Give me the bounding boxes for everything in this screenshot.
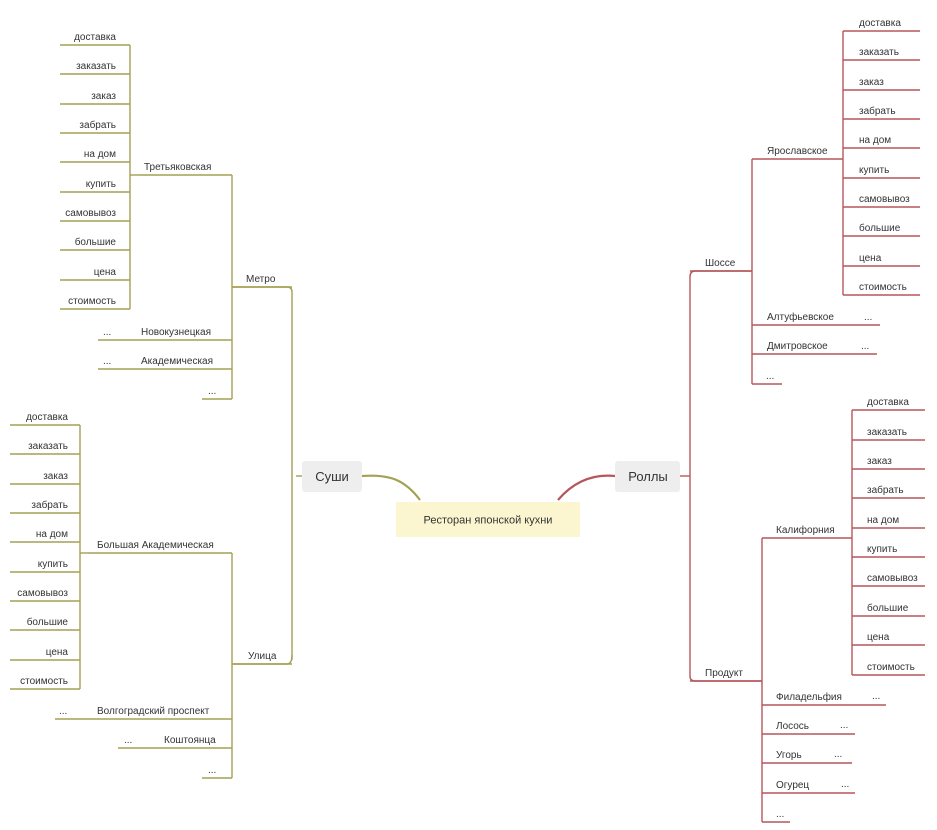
leaf-tretyak-0[interactable]: доставка [74,32,116,43]
node-highway[interactable]: Шоссе [705,258,736,269]
ugor-dots[interactable]: ... [834,749,842,760]
leaf-yaros-5[interactable]: купить [859,165,889,176]
losos-dots[interactable]: ... [840,720,848,731]
leaf-calif-8[interactable]: цена [867,632,890,643]
leaf-calif-5[interactable]: купить [867,544,897,555]
leaf-calif-6[interactable]: самовывоз [867,573,918,584]
leaf-yaros-6[interactable]: самовывоз [859,194,910,205]
leaf-tretyak-9[interactable]: стоимость [68,296,116,307]
node-ogurets[interactable]: Огурец [776,780,809,791]
leaf-bolshaya-2[interactable]: заказ [43,471,68,482]
node-volgogradsky[interactable]: Волгоградский проспект [97,706,210,717]
node-yaroslavskoe[interactable]: Ярославское [767,146,828,157]
leaf-tretyak-7[interactable]: большие [75,236,117,248]
edge-root-sushi [361,474,421,501]
leaf-tretyak-3[interactable]: забрать [79,119,116,131]
leaf-bolshaya-6[interactable]: самовывоз [17,588,68,599]
connector-lines [10,30,925,823]
node-novokuznetskaya[interactable]: Новокузнецкая [141,327,211,338]
koshtoyantsa-dots[interactable]: ... [124,735,132,746]
leaf-yaros-1[interactable]: заказать [859,47,899,58]
leaf-yaros-8[interactable]: цена [859,253,882,264]
node-dmitrovskoe[interactable]: Дмитровское [767,341,828,352]
leaf-tretyak-1[interactable]: заказать [76,61,116,72]
volgogradsky-dots[interactable]: ... [59,706,67,717]
node-ugor[interactable]: Угорь [776,750,802,761]
node-metro-more[interactable]: ... [208,386,216,397]
root-label: Ресторан японской кухни [424,515,553,527]
node-akademicheskaya[interactable]: Академическая [141,356,213,367]
leaf-calif-2[interactable]: заказ [867,456,892,467]
node-highway-more[interactable]: ... [766,371,774,382]
leaf-tretyak-6[interactable]: самовывоз [65,208,116,219]
leaf-yaros-3[interactable]: забрать [859,105,896,117]
node-street[interactable]: Улица [248,651,277,662]
dmitrovskoe-dots[interactable]: ... [861,341,869,352]
leaf-bolshaya-0[interactable]: доставка [26,412,68,423]
main-label-sushi: Суши [315,469,349,484]
main-node-sushi[interactable]: Суши [302,461,362,492]
node-california[interactable]: Калифорния [776,524,835,536]
leaf-yaros-0[interactable]: доставка [859,18,901,29]
altufevskoe-dots[interactable]: ... [864,312,872,323]
main-label-rolls: Роллы [628,469,668,484]
ogurets-dots[interactable]: ... [841,779,849,790]
node-bolshaya-akademicheskaya[interactable]: Большая Академическая [97,540,214,551]
leaf-calif-9[interactable]: стоимость [867,662,915,673]
node-philadelphia[interactable]: Филадельфия [776,691,842,703]
leaf-bolshaya-3[interactable]: забрать [31,499,68,511]
philadelphia-dots[interactable]: ... [872,691,880,702]
leaf-calif-0[interactable]: доставка [867,397,909,408]
edge-root-rolls [557,474,616,501]
leaf-bolshaya-7[interactable]: большие [27,616,69,628]
leaf-bolshaya-4[interactable]: на дом [36,529,68,540]
node-product-more[interactable]: ... [776,809,784,820]
root-node[interactable]: Ресторан японской кухни [396,502,580,537]
leaf-bolshaya-9[interactable]: стоимость [20,676,68,687]
leaf-calif-4[interactable]: на дом [867,515,899,526]
node-metro[interactable]: Метро [246,274,276,285]
leaf-bolshaya-8[interactable]: цена [46,647,69,658]
leaf-tretyak-8[interactable]: цена [94,267,117,278]
node-altufevskoe[interactable]: Алтуфьевское [767,311,834,323]
leaf-yaros-2[interactable]: заказ [859,77,884,88]
leaf-calif-7[interactable]: большие [867,602,909,614]
main-node-rolls[interactable]: Роллы [615,461,680,492]
node-street-more[interactable]: ... [208,765,216,776]
leaf-calif-3[interactable]: забрать [867,484,904,496]
leaf-yaros-4[interactable]: на дом [859,135,891,146]
leaf-yaros-7[interactable]: большие [859,222,901,234]
edge-metro [232,286,293,293]
novokuznetskaya-dots[interactable]: ... [103,327,111,338]
edge-highway [689,270,752,278]
leaf-tretyak-4[interactable]: на дом [84,149,116,160]
node-tretyakovskaya[interactable]: Третьяковская [144,162,211,173]
leaf-yaros-9[interactable]: стоимость [859,282,907,293]
leaf-bolshaya-1[interactable]: заказать [28,441,68,452]
node-losos[interactable]: Лосось [776,721,809,732]
leaf-tretyak-2[interactable]: заказ [91,91,116,102]
leaf-bolshaya-5[interactable]: купить [38,559,68,570]
node-koshtoyantsa[interactable]: Коштоянца [164,735,216,746]
leaf-calif-1[interactable]: заказать [867,427,907,438]
leaf-tretyak-5[interactable]: купить [86,179,116,190]
akademicheskaya-dots[interactable]: ... [103,356,111,367]
node-product[interactable]: Продукт [705,668,743,679]
